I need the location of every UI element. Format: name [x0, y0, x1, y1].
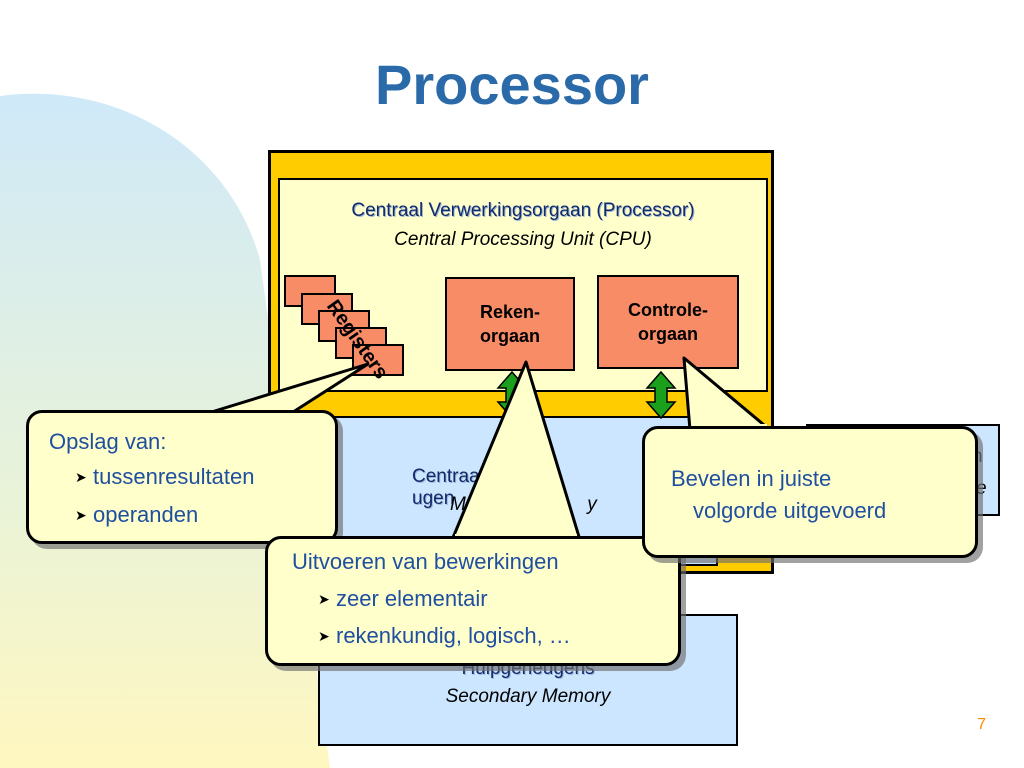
reken-label-1: Reken- — [479, 302, 541, 322]
cpu-title-nl: Centraal Verwerkingsorgaan (Processor) — [351, 200, 695, 221]
main-memory-label-nl: Centraalugen — [412, 466, 484, 509]
list-item: ➤zeer elementair — [292, 579, 654, 619]
list-item: ➤operanden — [49, 497, 315, 533]
cpu-title-en: Central Processing Unit (CPU) — [394, 229, 652, 250]
controle-label-1: Controle- — [628, 300, 708, 320]
slide-number: 7 — [977, 716, 986, 733]
secondary-memory-label-en: Secondary Memory — [445, 686, 611, 707]
io-label-fragment-en: e — [976, 478, 987, 499]
reken-orgaan-box: Reken-orgaan — [445, 277, 575, 371]
callout-registers: Opslag van: ➤tussenresultaten ➤operanden — [26, 410, 338, 544]
list-item: ➤tussenresultaten — [49, 457, 315, 497]
controle-label-2: orgaan — [637, 324, 698, 344]
reken-label-2: orgaan — [479, 326, 540, 346]
callout-alu: Uitvoeren van bewerkingen ➤zeer elementa… — [265, 536, 681, 666]
callout-control-unit: Bevelen in juiste volgorde uitgevoerd — [642, 426, 978, 558]
arrowhead-bullet-icon: ➤ — [75, 469, 87, 485]
arrowhead-bullet-icon: ➤ — [75, 507, 87, 523]
callout-heading: Uitvoeren van bewerkingen — [292, 549, 559, 574]
callout-line-1: Bevelen in juiste — [671, 466, 832, 491]
page-title: Processor — [375, 53, 649, 116]
callout-heading: Opslag van: — [49, 429, 167, 454]
callout-line-2: volgorde uitgevoerd — [693, 498, 887, 523]
arrowhead-bullet-icon: ➤ — [318, 628, 330, 644]
controle-orgaan-box: Controle-orgaan — [597, 275, 739, 369]
register — [352, 344, 404, 376]
list-item: ➤rekenkundig, logisch, … — [292, 619, 654, 653]
arrowhead-bullet-icon: ➤ — [318, 591, 330, 607]
